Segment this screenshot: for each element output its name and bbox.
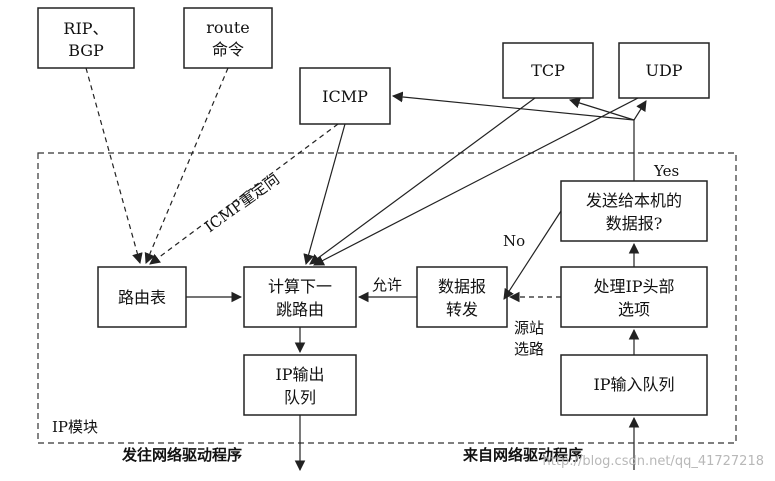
- for-local-line-1: 发送给本机的: [586, 191, 682, 210]
- arrow-udp-to-next-hop: [313, 97, 639, 266]
- udp-box: [618, 42, 710, 99]
- ip-module-label: IP模块: [52, 418, 98, 436]
- route-command-line-1: route: [206, 18, 249, 37]
- ip-module-boundary: [37, 152, 737, 444]
- process-header-line-2: 选项: [618, 300, 650, 319]
- rip-bgp-line-2: BGP: [68, 41, 104, 60]
- ip-output-queue-box: [243, 354, 357, 416]
- ip-output-queue-line-2: 队列: [284, 388, 316, 407]
- icmp-redirect-label: ICMP重定向: [201, 170, 283, 236]
- ip-input-queue-box: [560, 354, 708, 416]
- process-header-box: [560, 266, 708, 328]
- arrow-for-local-no-to-forward: [503, 210, 562, 300]
- source-route-line-1: 源站: [514, 319, 544, 337]
- rip-bgp-line-1: RIP、: [63, 19, 108, 38]
- arrow-rip-to-routing-table: [85, 67, 143, 265]
- arrow-yes-to-tcp: [568, 97, 635, 121]
- arrow-route-to-routing-table: [144, 67, 229, 264]
- to-driver-label: 发往网络驱动程序: [121, 446, 242, 464]
- routing-table-label: 路由表: [118, 288, 166, 307]
- watermark: http://blog.csdn.net/qq_41727218: [543, 454, 764, 469]
- tcp-box: [502, 42, 594, 99]
- ip-output-queue-line-1: IP输出: [275, 365, 324, 384]
- udp-label: UDP: [645, 61, 682, 80]
- arrow-tcp-to-next-hop: [309, 97, 536, 265]
- process-header-line-1: 处理IP头部: [593, 277, 674, 296]
- next-hop-line-1: 计算下一: [268, 277, 332, 296]
- arrow-yes-to-udp: [633, 100, 647, 121]
- yes-label: Yes: [653, 162, 679, 180]
- datagram-forward-line-2: 转发: [446, 300, 478, 319]
- tcp-label: TCP: [531, 61, 565, 80]
- arrow-yes-to-icmp: [391, 91, 635, 121]
- route-command-line-2: 命令: [212, 40, 244, 59]
- rip-bgp-box: [37, 7, 135, 69]
- next-hop-box: [243, 266, 357, 328]
- from-driver-label: 来自网络驱动程序: [462, 446, 583, 464]
- no-label: No: [503, 232, 525, 250]
- arrow-icmp-to-next-hop: [303, 123, 346, 266]
- datagram-forward-line-1: 数据报: [438, 277, 486, 296]
- route-command-box: [183, 7, 273, 69]
- ip-input-queue-label: IP输入队列: [593, 375, 674, 394]
- icmp-box: [299, 67, 391, 125]
- allow-label: 允许: [372, 276, 402, 294]
- arrow-icmp-redirect-to-routing-table: [149, 123, 339, 265]
- icmp-label: ICMP: [322, 87, 368, 106]
- for-local-line-2: 数据报?: [606, 214, 663, 233]
- source-route-line-2: 选路: [514, 340, 544, 358]
- next-hop-line-2: 跳路由: [276, 300, 324, 319]
- for-local-box: [560, 180, 708, 242]
